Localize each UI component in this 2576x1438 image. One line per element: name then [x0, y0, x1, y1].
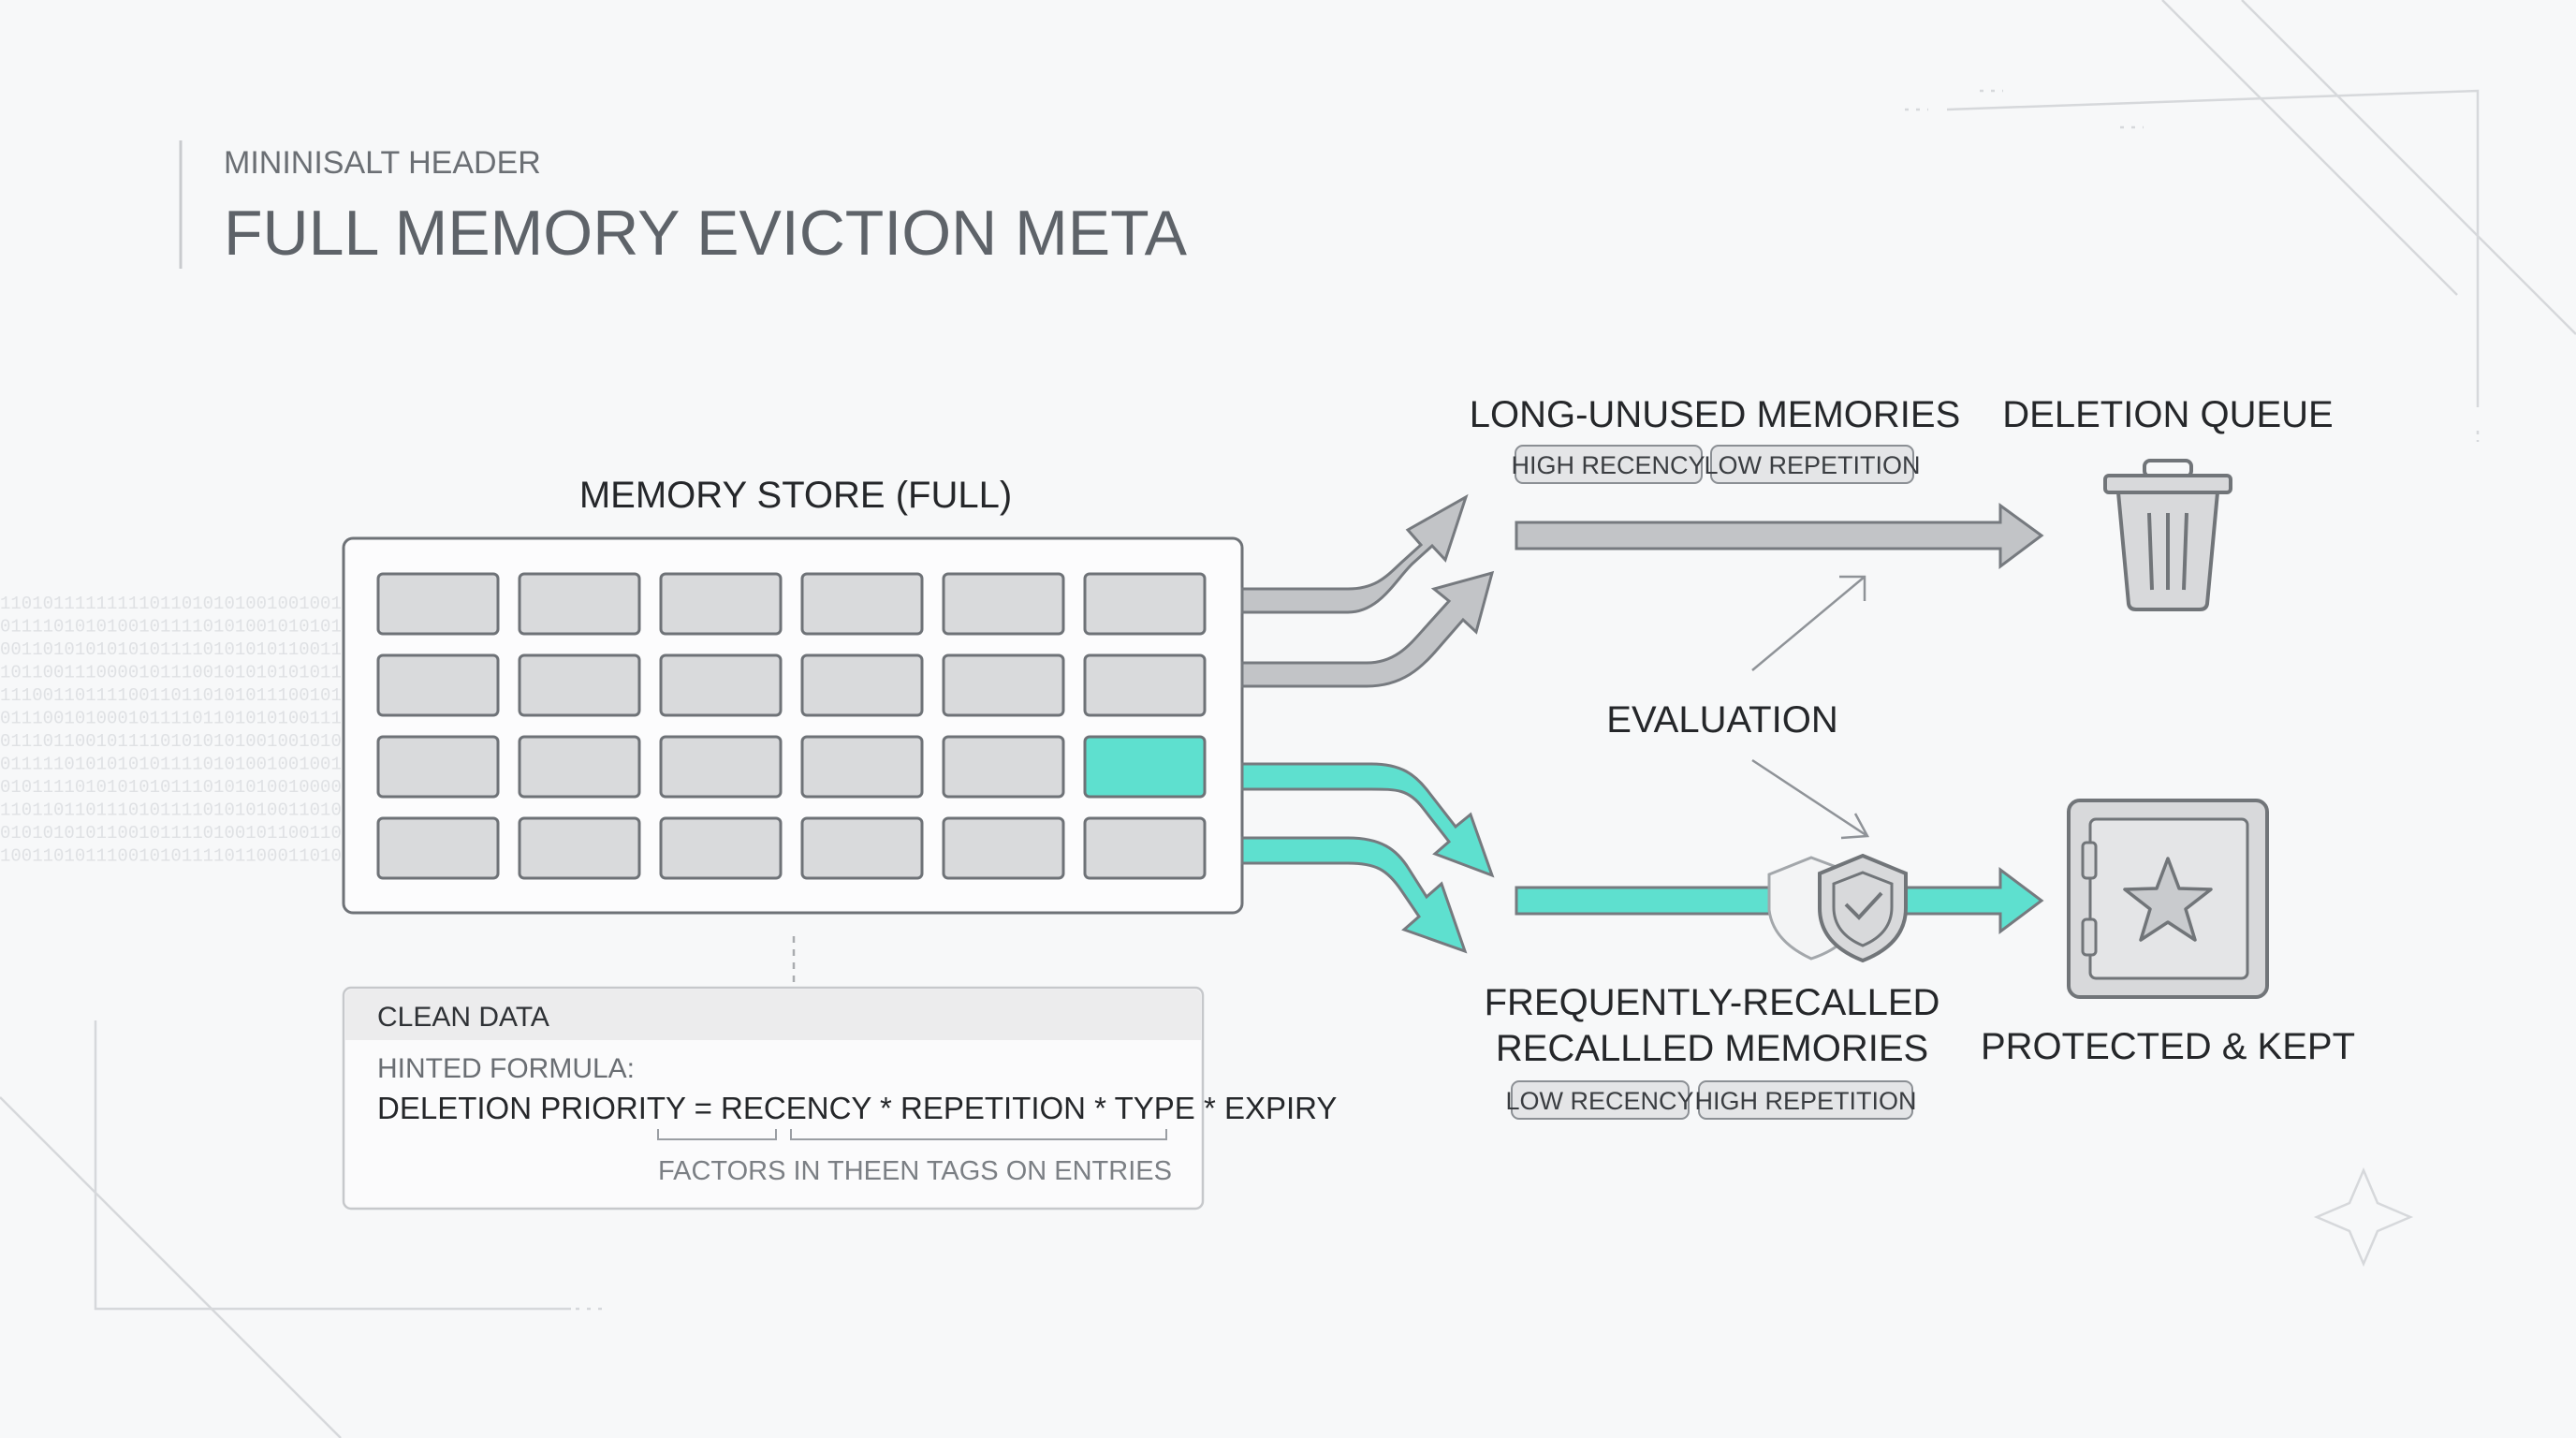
memory-store-label: MEMORY STORE (FULL) [579, 475, 1012, 516]
binary-line: 0111001010001011110110101010011101 [0, 709, 363, 729]
safe-hinge [2081, 917, 2098, 957]
memory-cell-grid [376, 572, 1207, 880]
memory-cell [942, 653, 1065, 717]
shield-inner [1832, 871, 1894, 947]
deco-diagonal-line [2161, 0, 2458, 296]
arrow-head [1839, 575, 1866, 601]
card-frame [342, 986, 1205, 1211]
formula-bracket [790, 1129, 1167, 1140]
trash-stripe [2182, 512, 2188, 591]
memory-cell [518, 653, 641, 717]
binary-line: 0111011001011110101010100100101001 [0, 731, 363, 752]
card-header-band [345, 990, 1201, 1040]
memory-cell [659, 735, 783, 799]
memory-cell [376, 572, 500, 636]
binary-line: 1011001110000101110010101010101101 [0, 663, 363, 683]
tag-box [1511, 1080, 1690, 1120]
trash-stripe [2147, 512, 2154, 591]
tag-box [1710, 445, 1914, 484]
retain-arrow-lower [1240, 836, 1468, 954]
page-title: FULL MEMORY EVICTION META [224, 198, 1188, 269]
memory-cell [800, 816, 924, 880]
memory-cell [800, 653, 924, 717]
retain-arrow-upper [1240, 762, 1495, 878]
checkmark [1844, 891, 1883, 920]
memory-cell [942, 816, 1065, 880]
deletion-formula: DELETION PRIORITY = RECENCY * REPETITION… [377, 1091, 1337, 1125]
deco-corner-line [94, 1020, 571, 1311]
deletion-queue-label: DELETION QUEUE [2002, 394, 2333, 435]
binary-line: 1101011111111101101010100100100101 [0, 594, 363, 614]
card-title: CLEAN DATA [377, 1002, 549, 1033]
deco-diagonal-line [2241, 0, 2576, 335]
trash-lid [2103, 474, 2232, 494]
clean-data-card: CLEAN DATA HINTED FORMULA: DELETION PRIO… [342, 986, 1337, 1211]
memory-cell [942, 572, 1065, 636]
protected-label: PROTECTED & KEPT [1981, 1026, 2355, 1067]
memory-cell [659, 653, 783, 717]
formula-bracket [657, 1129, 777, 1140]
memory-cell [1083, 816, 1207, 880]
memory-cell-highlighted [1083, 735, 1207, 799]
tag-box [1698, 1080, 1913, 1120]
binary-line: 0111101010100101111010100101010111 [0, 617, 363, 638]
tag-label: LOW REPETITION [1704, 451, 1920, 479]
memory-cell [376, 816, 500, 880]
arrow-head [1840, 813, 1870, 840]
formula-label: HINTED FORMULA: [377, 1053, 635, 1084]
safe-hinge [2081, 841, 2098, 880]
tag-label: HIGH RECENCY [1511, 451, 1705, 479]
deco-diagonal-line [0, 1096, 342, 1438]
binary-line: 0011010101010101111010101011001100 [0, 639, 363, 660]
header-overline: MININISALT HEADER [224, 145, 541, 181]
arrow-shaft [1751, 758, 1868, 838]
star-icon [2123, 857, 2213, 942]
memory-cell [376, 653, 500, 717]
binary-line: 0101111010101010111010101001000010 [0, 777, 363, 798]
memory-cell [518, 735, 641, 799]
shield-check-icon [1767, 853, 1908, 963]
sparkle-icon [2313, 1167, 2414, 1268]
long-unused-label: LONG-UNUSED MEMORIES [1470, 394, 1961, 435]
binary-line: 1001101011100101011110110001101011 [0, 846, 363, 867]
safe-star-icon [2067, 799, 2269, 999]
tag-box [1515, 445, 1703, 484]
trash-can-icon [2103, 459, 2232, 611]
to-deletion-arrow [1515, 503, 2044, 569]
tag-high-repetition: HIGH REPETITION [1694, 1080, 1917, 1120]
memory-cell [1083, 572, 1207, 636]
memory-cell [1083, 653, 1207, 717]
arrow-shaft [1751, 576, 1866, 671]
memory-cell [800, 735, 924, 799]
tag-low-repetition: LOW REPETITION [1704, 445, 1921, 484]
frequent-label-line1: FREQUENTLY-RECALLED [1485, 982, 1940, 1023]
eviction-arrow-lower [1240, 570, 1495, 688]
tag-label: HIGH REPETITION [1694, 1087, 1916, 1115]
deco-corner-line [1946, 89, 2480, 407]
frequent-label-line2: RECALLLED MEMORIES [1496, 1028, 1928, 1069]
evaluation-arrow-down [1751, 758, 1870, 840]
binary-line: 1101101101110101111010101001101010 [0, 800, 363, 821]
tag-label: LOW RECENCY [1505, 1087, 1693, 1115]
memory-cell [376, 735, 500, 799]
eviction-arrow-upper [1240, 493, 1469, 614]
binary-line: 0111110101010101111010100100100101 [0, 755, 363, 775]
memory-cell [800, 572, 924, 636]
memory-cell [518, 816, 641, 880]
evaluation-label: EVALUATION [1606, 699, 1837, 741]
evaluation-arrow-up [1751, 575, 1866, 671]
binary-line: 0101010101100101111010010110011011 [0, 823, 363, 844]
memory-cell [942, 735, 1065, 799]
memory-cell [518, 572, 641, 636]
binary-line: 1110011011110011011010101110010101 [0, 685, 363, 706]
formula-note: FACTORS IN THEEN TAGS ON ENTRIES [658, 1156, 1172, 1186]
tag-high-recency: HIGH RECENCY [1511, 445, 1705, 484]
tag-low-recency: LOW RECENCY [1505, 1080, 1694, 1120]
memory-cell [659, 572, 783, 636]
memory-cell [659, 816, 783, 880]
binary-texture: 1101011111111101101010100100100101 011110… [0, 594, 363, 867]
